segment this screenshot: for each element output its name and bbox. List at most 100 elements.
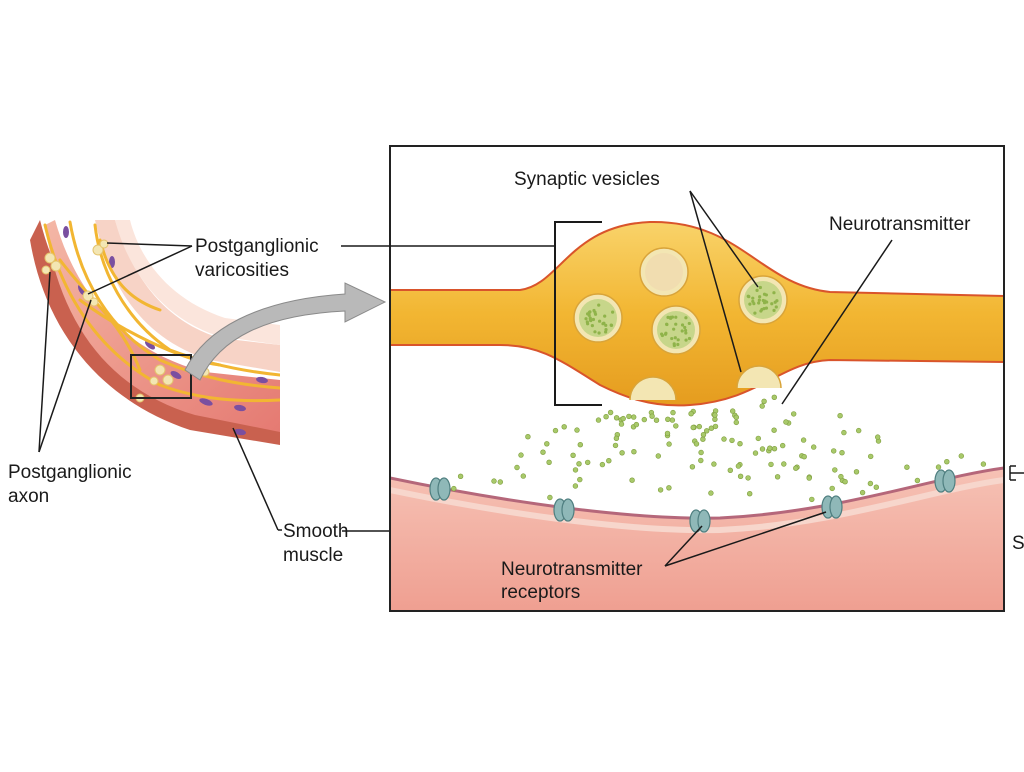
neurotransmitter-dot [867,480,874,487]
neurotransmitter-dot [944,459,950,465]
neurotransmitter-dot [653,417,660,423]
neurotransmitter-dot [700,432,707,438]
label-smooth-muscle-line1: Smooth [283,521,348,542]
neurotransmitter-dot [696,423,702,430]
vesicle-content-dot [591,317,596,322]
label-postganglionic-axon-line1: Postganglionic [8,462,132,483]
vesicle-content-dot [673,336,677,340]
neurotransmitter-dot [829,485,835,492]
neurotransmitter-dot [491,478,497,484]
vesicle-content-dot [666,315,670,319]
neurotransmitter-dot [655,453,661,459]
vesicle-content-dot [683,325,687,330]
zoom-box [130,354,192,399]
neurotransmitter-dot [497,479,503,485]
vesicle-content-dot [665,322,669,326]
neurotransmitter-dot [703,428,710,434]
neurotransmitter-dot [690,424,696,431]
neurotransmitter-dot [547,494,553,501]
neurotransmitter-dot [838,473,844,480]
neurotransmitter-dot [859,489,866,496]
neurotransmitter-dot [546,459,552,465]
neurotransmitter-dot [771,427,777,433]
vesicle-content-dot [751,296,755,300]
varicosity-bracket [554,221,602,406]
neurotransmitter-dot [618,421,625,427]
zoom-frame [389,145,1005,612]
vesicle-content-dot [593,330,597,334]
neurotransmitter-dot [708,490,714,496]
label-smooth-muscle-line2: muscle [283,545,343,566]
neurotransmitter-dot [874,434,881,440]
vesicle-content-dot [774,305,778,309]
vesicle-content-dot [761,298,765,303]
vesicle-content-dot [584,317,588,321]
vesicle-content-dot [588,317,592,322]
vesicle-content-dot [772,308,776,313]
neurotransmitter-dot [727,467,733,473]
neurotransmitter-dot [514,464,520,471]
vesicle-content-dot [684,316,688,320]
neurotransmitter-dot [837,413,843,419]
neurotransmitter-dot [759,403,765,409]
label-neurotransmitter: Neurotransmitter [829,214,971,235]
neurotransmitter-dot [752,450,759,456]
neurotransmitter-dot [570,452,576,458]
neurotransmitter-dot [767,445,773,451]
neurotransmitter-dot [607,409,614,416]
neurotransmitter-dot [619,450,625,456]
neurotransmitter-dot [572,483,579,489]
synaptic-vesicles [573,247,788,401]
neurotransmitter-dot [729,408,736,414]
vesicle-content-dot [604,327,608,332]
vesicle-content-dot [770,302,774,306]
neurotransmitter-dot [670,409,676,416]
neurotransmitter-dot [561,424,567,430]
neurotransmitter-dot [606,458,612,464]
neurotransmitter-dot [737,473,744,479]
neurotransmitter-dot [698,457,704,464]
vesicle-content-dot [762,292,767,296]
vesicle-content-dot [753,311,757,315]
vesicle-content-dot [757,301,761,305]
neurotransmitter-dot [745,475,751,481]
neurotransmitter-dot [737,441,743,447]
neurotransmitter-dot [577,442,583,448]
neurotransmitter-dot [867,453,874,460]
neurotransmitter-dot [842,479,848,485]
vesicle-content-dot [603,314,607,318]
vesicle-content-dot [683,328,688,333]
vesicle-content-dot [597,303,601,307]
vesicle-content-dot [597,331,601,335]
neurotransmitter-dot [613,435,620,441]
zoom-arrow [184,282,387,381]
vesicle-content-dot [676,342,680,347]
vesicle-content-dot [609,323,614,327]
vesicle-content-dot [680,323,685,327]
vesicle-content-dot [604,323,608,327]
neurotransmitter-dot [630,414,637,420]
neurotransmitter-dot [793,465,799,471]
vesicle-content-dot [773,300,777,304]
neurotransmitter-dot [688,411,694,417]
neurotransmitter-dot [649,413,655,419]
neurotransmitter-dot [457,473,464,479]
neurotransmitter-dot [768,461,774,468]
neurotransmitter-dot [599,461,606,468]
vesicle-content-dot [765,300,769,304]
vesicle-content-dot [687,321,691,326]
neurotransmitter-dot [700,436,706,442]
vesicle-content-dot [748,302,752,306]
neurotransmitter-dot [612,442,619,449]
neurotransmitter-dot [746,491,753,497]
smooth-muscle-cell [390,468,1004,611]
neurotransmitter-dot [712,412,718,418]
neurotransmitter-dot [839,450,845,456]
vesicle-content-dot [590,323,594,328]
label-cut-off-letter: S [1012,533,1024,554]
neurotransmitter-dot [774,474,781,480]
neurotransmitter-dot [783,419,789,425]
neurotransmitter-dot [790,411,797,417]
